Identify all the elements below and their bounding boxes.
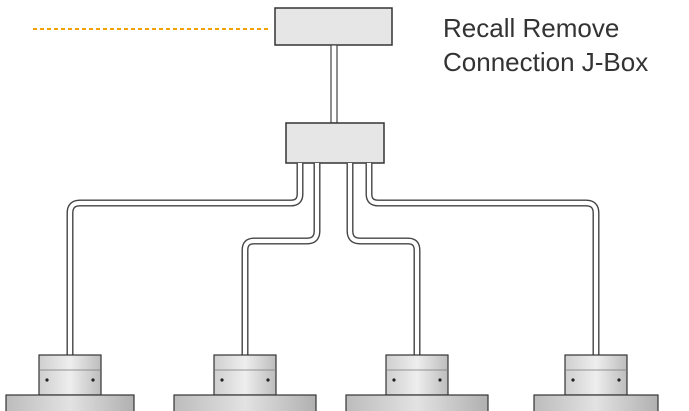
conduit-to-fixture-4: [365, 163, 600, 360]
conduit-to-fixture-1: [66, 163, 304, 360]
distribution-junction-box: [285, 122, 385, 164]
conduit-to-fixture-3: [346, 163, 421, 360]
connection-junction-box: [274, 7, 393, 46]
fixture-3: [345, 354, 489, 411]
callout-label-line-2: Connection J-Box: [443, 47, 648, 77]
trunk-conduit: [330, 44, 338, 124]
callout-label-2: Connection J-Box: [443, 47, 648, 77]
fixture-4: [533, 354, 659, 411]
conduit-runs: [66, 163, 600, 360]
callout-label-line-1: Recall Remove: [443, 13, 619, 43]
fixture-2: [173, 354, 317, 411]
conduit-to-fixture-2: [241, 163, 321, 360]
fixture-1: [5, 354, 135, 411]
callout-label: Recall Remove: [443, 13, 619, 43]
